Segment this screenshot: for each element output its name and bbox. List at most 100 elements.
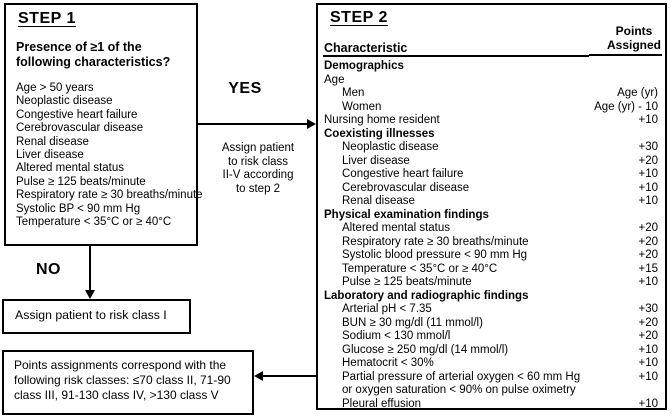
step2-box: STEP 2 Characteristic Points Assigned De…	[316, 3, 667, 410]
points-value: +20	[638, 154, 658, 167]
step1-criterion: Liver disease	[16, 149, 84, 162]
step2-row: Partial pressure of arterial oxygen < 60…	[318, 371, 665, 385]
step2-row: Glucose ≥ 250 mg/dl (14 mmol/l)+10	[318, 344, 665, 358]
characteristic-label: Pulse ≥ 125 beats/minute	[342, 276, 472, 288]
points-note-line: class III, 91-130 class IV, >130 class V	[14, 387, 219, 402]
step2-section-header: Coexisting illnesses	[324, 127, 435, 140]
step2-row: Women Age (yr) - 10	[318, 101, 665, 115]
step1-question-line1: Presence of ≥1 of the	[16, 40, 142, 54]
step2-section-header: Laboratory and radiographic findings	[324, 289, 529, 302]
step1-criterion: Renal disease	[16, 135, 89, 148]
points-value: +10	[638, 168, 658, 180]
points-assignments-arrow	[254, 371, 316, 381]
step2-row: Pleural effusion +10	[318, 398, 665, 412]
characteristic-label: BUN ≥ 30 mg/dl (11 mmol/l)	[342, 316, 483, 329]
step2-section-header: Demographics	[324, 60, 404, 72]
step1-criterion: Pulse ≥ 125 beats/minute	[16, 175, 146, 188]
points-value: +10	[638, 195, 658, 207]
characteristic-label: Women	[342, 100, 382, 113]
points-header-line1: Points	[615, 24, 653, 38]
characteristic-label: or oxygen saturation < 90% on pulse oxim…	[342, 384, 576, 396]
characteristic-label: Altered mental status	[342, 222, 451, 234]
assign-note-line: to risk class	[227, 155, 289, 168]
step1-criterion: Systolic BP < 90 mm Hg	[16, 202, 141, 215]
step1-question-line2: following characteristics?	[16, 54, 171, 69]
characteristic-label: Liver disease	[342, 154, 410, 167]
step2-row: Cerebrovascular disease+10	[318, 182, 665, 196]
no-arrow	[85, 246, 95, 299]
step1-criterion: Age > 50 years	[16, 82, 94, 94]
characteristic-label: Sodium < 130 mmol/l	[342, 330, 451, 342]
points-value: +10	[638, 370, 658, 383]
step1-criterion: Respiratory rate ≥ 30 breaths/minute	[16, 189, 203, 202]
points-value: +20	[638, 235, 658, 248]
characteristic-label: Temperature < 35°C or ≥ 40°C	[342, 262, 498, 275]
assign-note-line: Assign patient	[221, 142, 295, 154]
step2-row: Sodium < 130 mmol/l +20	[318, 330, 665, 344]
points-value: +30	[638, 141, 658, 153]
yes-arrow	[198, 119, 316, 129]
risk-class-1-text: Assign patient to risk class I	[15, 308, 167, 322]
step2-row: Congestive heart failure +10	[318, 168, 665, 182]
step1-question: Presence of ≥1 of the following characte…	[16, 40, 196, 69]
step2-row: Demographics	[318, 60, 665, 74]
step2-row: Laboratory and radiographic findings	[318, 290, 665, 304]
characteristic-label: Pleural effusion	[342, 397, 422, 410]
step2-row: Systolic blood pressure < 90 mm Hg +20	[318, 249, 665, 263]
step1-box: STEP 1 Presence of ≥1 of the following c…	[4, 3, 203, 246]
step1-criterion: Cerebrovascular disease	[16, 122, 144, 135]
step2-row: Nursing home resident+10	[318, 114, 665, 128]
points-value: +10	[638, 357, 658, 369]
points-value: +10	[638, 276, 658, 288]
points-value: +10	[638, 397, 658, 410]
characteristic-label: Hematocrit < 30%	[342, 357, 434, 369]
points-value: +20	[638, 249, 658, 261]
step2-row: Temperature < 35°C or ≥ 40°C +15	[318, 263, 665, 277]
points-header-rule	[589, 54, 662, 56]
characteristic-label: Renal disease	[342, 195, 415, 207]
characteristic-label: Systolic blood pressure < 90 mm Hg	[342, 249, 528, 261]
step2-row: Men Age (yr)	[318, 87, 665, 101]
assign-note-line: II-V according	[222, 169, 294, 181]
step2-row: BUN ≥ 30 mg/dl (11 mmol/l) +20	[318, 317, 665, 331]
points-value: Age (yr) - 10	[594, 100, 658, 113]
points-value: +10	[638, 114, 658, 126]
step1-title: STEP 1	[18, 10, 76, 27]
step2-row: Coexisting illnesses	[318, 128, 665, 142]
characteristic-label: Age	[324, 73, 345, 86]
characteristic-label: Congestive heart failure	[342, 168, 464, 180]
characteristic-column-header: Characteristic	[324, 41, 408, 55]
points-value: +10	[638, 181, 658, 194]
step2-row: Physical examination findings	[318, 209, 665, 223]
characteristic-label: Men	[342, 87, 365, 99]
points-header-line2: Assigned	[606, 37, 661, 52]
points-value: Age (yr)	[617, 87, 658, 99]
points-value: +20	[638, 316, 658, 329]
step2-row: Age	[318, 74, 665, 88]
step2-row: Arterial pH < 7.35+30	[318, 303, 665, 317]
step2-row: Renal disease +10	[318, 195, 665, 209]
points-value: +20	[638, 330, 658, 342]
step1-criterion: Altered mental status	[16, 162, 125, 175]
points-note-line: following risk classes: ≤70 class II, 71…	[14, 372, 231, 387]
step2-row: Neoplastic disease +30	[318, 141, 665, 155]
yes-label: YES	[228, 80, 262, 97]
characteristic-label: Arterial pH < 7.35	[342, 303, 432, 315]
step1-criterion: Temperature < 35°C or ≥ 40°C	[16, 216, 172, 229]
characteristic-label: Respiratory rate ≥ 30 breaths/minute	[342, 235, 529, 248]
points-value: +20	[638, 222, 658, 234]
step2-row: Altered mental status +20	[318, 222, 665, 236]
points-value: +15	[638, 262, 658, 275]
characteristic-label: Partial pressure of arterial oxygen < 60…	[342, 370, 581, 383]
step2-row: Pulse ≥ 125 beats/minute +10	[318, 276, 665, 290]
characteristic-label: Glucose ≥ 250 mg/dl (14 mmol/l)	[342, 343, 509, 356]
step2-row: or oxygen saturation < 90% on pulse oxim…	[318, 384, 665, 398]
characteristic-label: Neoplastic disease	[342, 141, 439, 153]
risk-class-1-box: Assign patient to risk class I	[2, 299, 191, 334]
characteristic-header-rule	[323, 55, 589, 57]
points-note-line: Points assignments correspond with the	[14, 358, 227, 372]
no-label: NO	[36, 261, 61, 278]
